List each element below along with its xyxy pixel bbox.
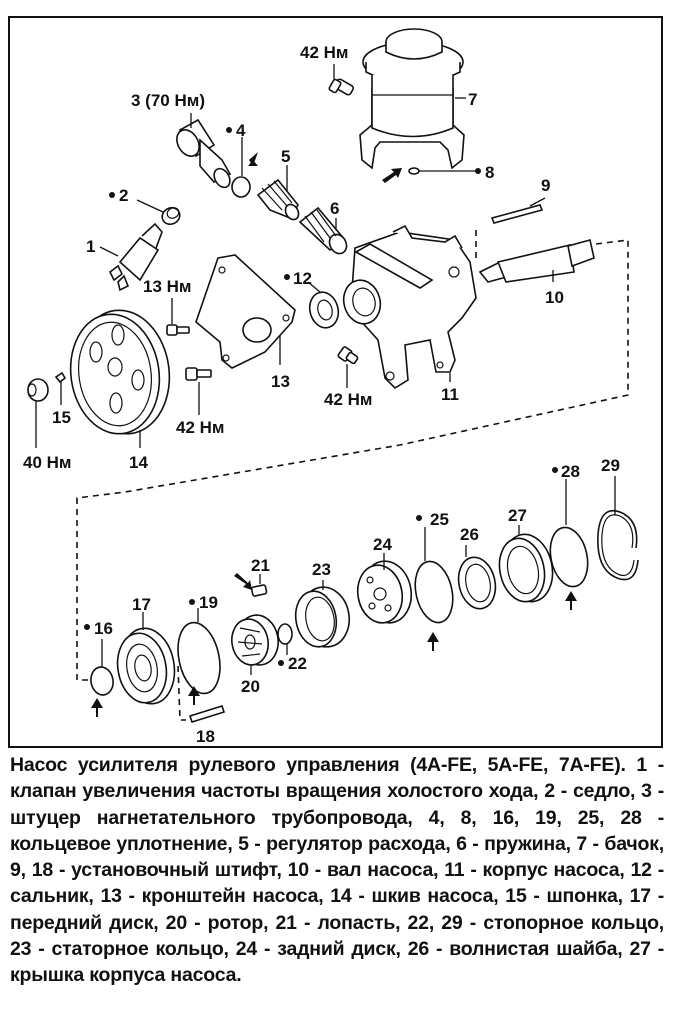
- part-18-pin: [188, 705, 226, 723]
- part-8-o-ring: [408, 167, 420, 175]
- arrow-8: [382, 168, 402, 183]
- assembly-line-lower: [177, 665, 186, 721]
- label-7: 7: [468, 90, 477, 109]
- label-9: 9: [541, 176, 550, 195]
- part-7-reservoir: [359, 28, 465, 170]
- label-8: 8: [485, 163, 494, 182]
- label-20: 20: [241, 677, 260, 696]
- bracket-bolt-upper: [166, 324, 190, 336]
- part-28-o-ring: [549, 526, 589, 588]
- bullet-28: [552, 467, 558, 473]
- part-6-spring: [298, 206, 348, 255]
- label-11: 11: [441, 385, 459, 404]
- part-27-housing-cover: [498, 533, 554, 603]
- leader-12: [307, 281, 321, 293]
- label-2: 2: [119, 186, 128, 205]
- arrow-28: [565, 591, 577, 610]
- part-29-snap-ring: [597, 510, 639, 581]
- label-19: 19: [199, 593, 218, 612]
- arrow-21: [234, 573, 252, 590]
- part-17-front-disk: [116, 627, 176, 705]
- label-21: 21: [251, 556, 270, 575]
- label-13: 13: [271, 372, 290, 391]
- label-15: 15: [52, 408, 71, 427]
- part-26-wave-washer: [457, 556, 497, 610]
- bullet-22: [278, 660, 284, 666]
- label-25: 25: [430, 510, 449, 529]
- bullet-2: [109, 192, 115, 198]
- bullet-25: [416, 515, 422, 521]
- part-9-pin: [490, 204, 544, 224]
- part-16-o-ring: [90, 666, 114, 696]
- pulley-nut: [27, 378, 49, 402]
- bullet-4: [226, 127, 232, 133]
- label-16: 16: [94, 619, 113, 638]
- part-29-snap-ring-inner: [601, 514, 635, 577]
- part-12-oil-seal: [308, 291, 340, 329]
- label-3: 3 (70 Нм): [131, 91, 205, 110]
- label-torque-housing-bolt: 42 Нм: [324, 390, 373, 409]
- part-24-rear-disk: [356, 560, 413, 624]
- arrow-4-head: [248, 160, 258, 166]
- diagram-frame: [8, 16, 663, 748]
- label-torque-reservoir-bolt: 42 Нм: [300, 43, 349, 62]
- bullet-8: [475, 168, 481, 174]
- label-27: 27: [508, 506, 527, 525]
- label-5: 5: [281, 147, 290, 166]
- caption-body: 1 - клапан увеличения частоты вращения х…: [10, 754, 664, 987]
- part-2-seat: [161, 206, 181, 226]
- arrow-4: [249, 150, 258, 166]
- label-6: 6: [330, 199, 339, 218]
- part-13-bracket: [195, 254, 296, 369]
- part-25-o-ring: [414, 560, 454, 624]
- label-26: 26: [460, 525, 479, 544]
- label-29: 29: [601, 456, 620, 475]
- label-18: 18: [196, 727, 215, 746]
- label-1: 1: [86, 237, 95, 256]
- leader-9: [529, 197, 546, 207]
- part-21-vane: [250, 584, 268, 597]
- label-14: 14: [129, 453, 148, 472]
- arrow-16: [91, 698, 103, 717]
- part-5-flow-regulator: [256, 178, 300, 221]
- part-3-fitting: [176, 118, 232, 189]
- part-23-cam-ring: [294, 586, 351, 648]
- bullet-16: [84, 624, 90, 630]
- part-19-o-ring: [177, 621, 221, 695]
- housing-bolt: [337, 346, 359, 365]
- reservoir-bolt: [328, 78, 354, 96]
- label-24: 24: [373, 535, 392, 554]
- part-22-snap-ring: [277, 623, 293, 645]
- caption-title: Насос усилителя рулевого управления (4A-…: [10, 754, 626, 776]
- assembly-line-upper: [76, 230, 629, 681]
- part-15-key: [54, 371, 67, 384]
- part-11-pump-housing: [342, 224, 477, 390]
- label-23: 23: [312, 560, 331, 579]
- part-4-o-ring: [231, 176, 251, 198]
- part-10-pump-shaft: [478, 239, 595, 283]
- bracket-bolt-lower: [185, 367, 212, 381]
- label-28: 28: [561, 462, 580, 481]
- label-torque-bracket-bolt-lower: 42 Нм: [176, 418, 225, 437]
- label-22: 22: [288, 654, 307, 673]
- leader-2: [136, 199, 164, 213]
- arrow-19: [188, 686, 200, 705]
- exploded-diagram: 7 42 Нм 8 3 (70 Нм) 4 5 6: [23, 28, 639, 746]
- label-12: 12: [293, 269, 312, 288]
- bullet-19: [189, 599, 195, 605]
- arrow-25: [427, 632, 439, 651]
- part-1-idle-up-valve: [108, 222, 163, 292]
- part-20-rotor: [231, 614, 279, 666]
- figure-caption: Насос усилителя рулевого управления (4A-…: [10, 752, 664, 989]
- part-14-pulley: [69, 309, 171, 435]
- bullet-12: [284, 274, 290, 280]
- leader-1: [99, 246, 119, 257]
- label-17: 17: [132, 595, 151, 614]
- label-4: 4: [236, 121, 246, 140]
- label-10: 10: [545, 288, 564, 307]
- label-torque-pulley-nut: 40 Нм: [23, 453, 72, 472]
- label-torque-bracket-bolt-upper: 13 Нм: [143, 277, 192, 296]
